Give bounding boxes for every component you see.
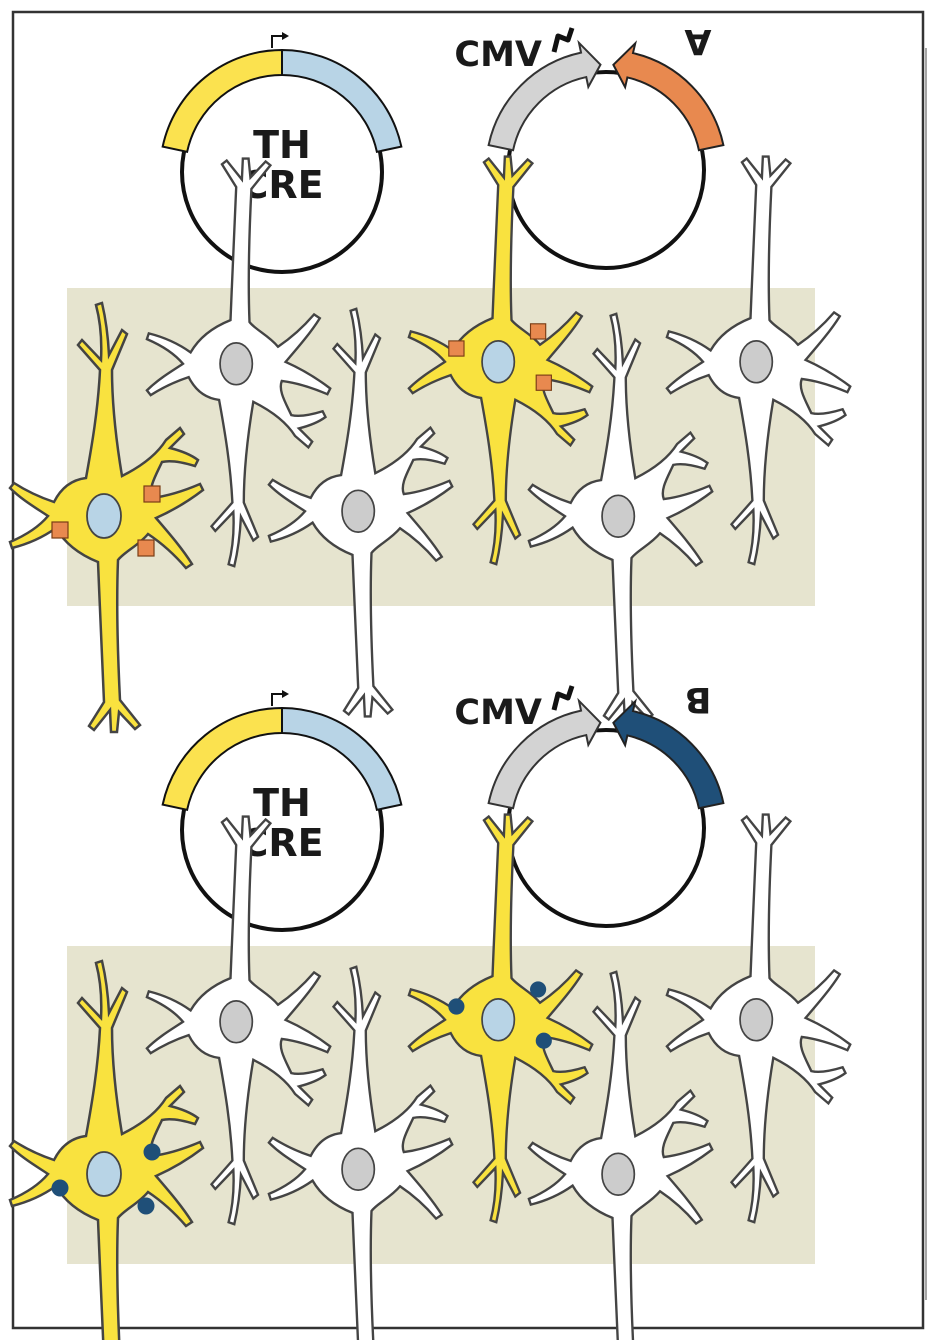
figure-frame <box>11 10 925 1330</box>
protein-b-marker <box>51 1179 69 1197</box>
neuron-tissue <box>8 155 852 734</box>
neuron-yellow <box>407 813 594 1224</box>
cre-gene-segment <box>281 48 403 154</box>
protein-b-marker <box>530 981 547 998</box>
gene-label: B <box>685 679 712 719</box>
neuron-white <box>145 815 332 1226</box>
plasmid-label-th: TH <box>253 781 311 825</box>
cmv-plasmid: CMV B <box>454 679 725 928</box>
protein-a-marker <box>535 374 552 391</box>
nucleus <box>86 493 122 539</box>
protein-a-marker <box>51 521 69 539</box>
promoter-arrow-head-icon <box>282 32 289 40</box>
protein-b-marker <box>535 1032 552 1049</box>
nucleus <box>481 340 516 384</box>
protein-a-marker <box>448 340 465 357</box>
gene-arrow <box>612 40 725 152</box>
nucleus <box>86 1151 122 1197</box>
protein-a-marker <box>143 485 161 503</box>
protein-b-marker <box>137 1197 155 1215</box>
nucleus <box>739 998 774 1042</box>
cmv-plasmid: CMV A <box>454 21 725 270</box>
cmv-label: CMV <box>454 35 542 75</box>
neuron-white <box>267 965 454 1340</box>
promoter-arrow-icon <box>271 35 286 48</box>
nucleus <box>219 1000 254 1044</box>
nucleus <box>341 489 376 533</box>
nucleus <box>739 340 774 384</box>
cre-gene-segment <box>281 706 403 812</box>
protein-b-marker <box>448 998 465 1015</box>
cmv-promoter-glyph-icon <box>551 685 575 711</box>
cmv-promoter-arrow <box>487 39 602 152</box>
nucleus <box>481 998 516 1042</box>
plasmid-label-th: TH <box>253 123 311 167</box>
cmv-promoter-arrow <box>487 697 602 810</box>
protein-a-marker <box>529 323 547 340</box>
promoter-arrow-icon <box>271 693 286 706</box>
nucleus <box>219 342 254 386</box>
nucleus <box>341 1147 376 1191</box>
neuron-yellow <box>8 301 205 734</box>
nucleus <box>601 494 636 538</box>
gene-label: A <box>684 21 711 61</box>
neuron-tissue <box>8 813 852 1340</box>
neuron-white <box>665 155 852 566</box>
promoter-arrow-head-icon <box>282 690 289 698</box>
neuron-yellow <box>8 959 205 1340</box>
neuron-white <box>267 307 454 718</box>
neuron-white <box>665 813 852 1224</box>
neuron-yellow <box>407 155 594 566</box>
cmv-label: CMV <box>454 693 542 733</box>
protein-b-marker <box>143 1143 161 1161</box>
protein-a-marker <box>137 539 155 557</box>
neuron-white <box>527 312 714 723</box>
neuron-white <box>145 157 332 568</box>
nucleus <box>601 1152 636 1196</box>
neuron-white <box>527 970 714 1340</box>
gene-arrow <box>612 698 725 810</box>
cmv-promoter-glyph-icon <box>551 27 575 53</box>
